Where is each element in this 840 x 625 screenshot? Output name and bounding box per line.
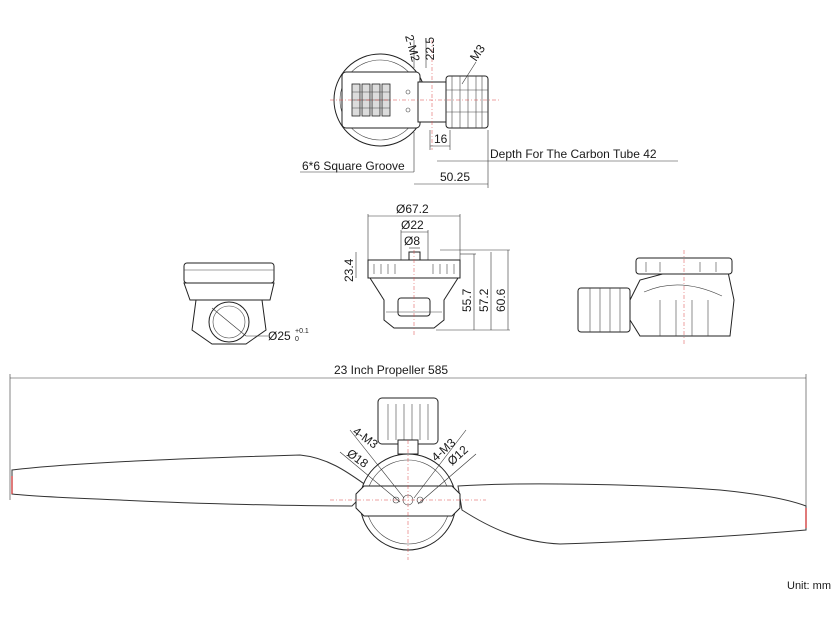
label-dia-25-tol-upper: +0.1	[295, 328, 309, 335]
label-square-groove: 6*6 Square Groove	[302, 159, 405, 173]
right-motor-housing	[629, 263, 735, 337]
right-view	[577, 250, 735, 344]
unit-label: Unit: mm	[787, 580, 831, 592]
propeller-blade-right	[457, 483, 807, 545]
left-lower-housing	[183, 282, 275, 301]
label-50-25: 50.25	[440, 170, 470, 184]
label-2-m2: 2-M2	[402, 33, 423, 63]
label-dia-25: Ø25	[268, 329, 291, 343]
propeller-mount-block	[377, 397, 439, 445]
label-60-6: 60.6	[494, 288, 508, 312]
label-carbon-tube: Depth For The Carbon Tube 42	[490, 147, 657, 161]
front-shaft	[408, 251, 421, 261]
label-propeller: 23 Inch Propeller 585	[334, 363, 448, 377]
label-dia-67-2: Ø67.2	[396, 202, 429, 216]
right-tube-clamp	[577, 287, 631, 333]
top-arm-connector	[417, 81, 449, 123]
label-23-4: 23.4	[342, 258, 356, 282]
left-motor-bell	[183, 262, 275, 284]
label-55-7: 55.7	[460, 288, 474, 312]
label-dia-25-tol-lower: 0	[295, 336, 299, 343]
label-m3: M3	[467, 42, 488, 64]
label-22-5: 22.5	[423, 37, 437, 61]
left-view: Ø25 +0.1 0	[183, 262, 309, 345]
front-bell-vents	[373, 264, 455, 274]
top-view: 2-M2 22.5 M3 16 Depth For The Carbon Tub…	[300, 33, 678, 188]
propeller-view: 23 Inch Propeller 585 4-M3 Ø18 4-M	[9, 363, 807, 560]
front-view: Ø67.2 Ø22 Ø8 23.4 55.7	[342, 202, 510, 336]
label-dia-22: Ø22	[401, 218, 424, 232]
label-57-2: 57.2	[477, 288, 491, 312]
label-dia-8: Ø8	[404, 234, 420, 248]
label-dia-18: Ø18	[344, 446, 371, 471]
propeller-blade-left	[11, 454, 371, 507]
label-16: 16	[434, 132, 448, 146]
